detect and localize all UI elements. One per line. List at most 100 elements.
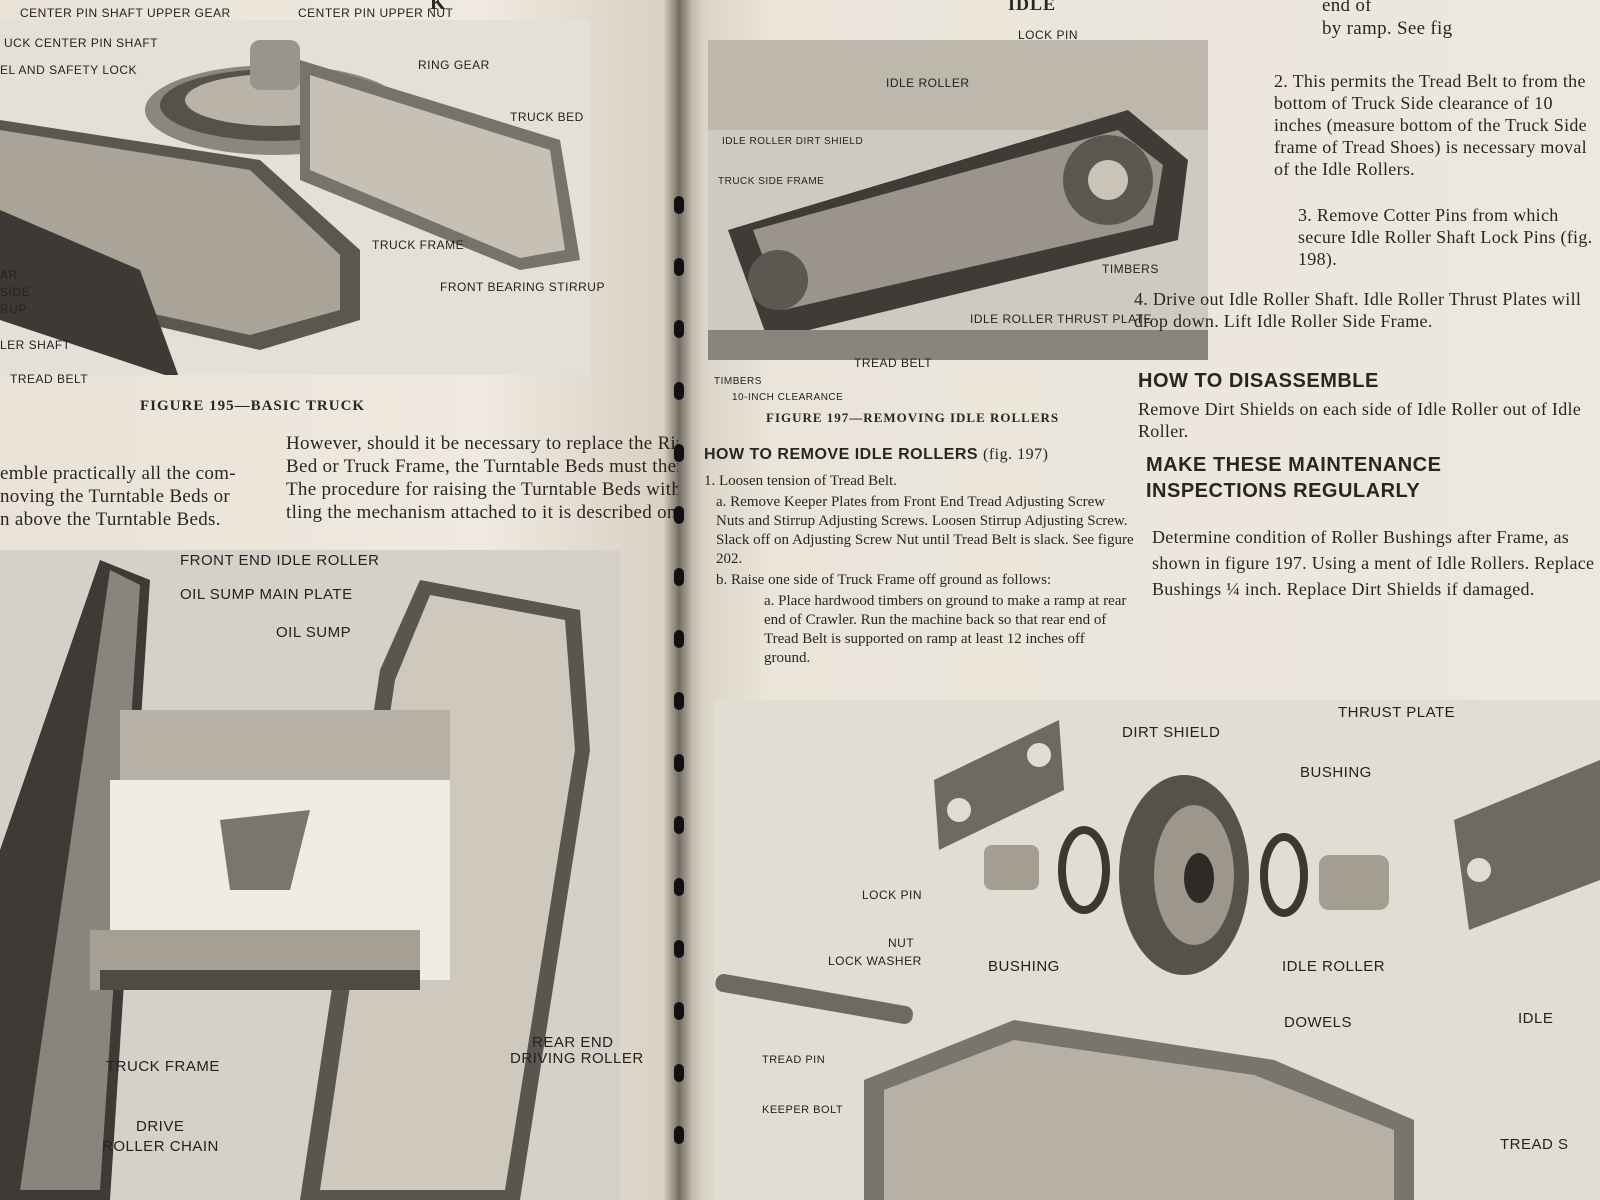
binding-ring xyxy=(674,754,684,772)
top-fragment: end of by ramp. See fig xyxy=(1322,0,1592,40)
label-safety-lock: EL AND SAFETY LOCK xyxy=(0,63,138,77)
right-text-column: However, should it be necessary to repla… xyxy=(286,432,690,524)
disassemble-heading: HOW TO DISASSEMBLE xyxy=(1138,370,1379,392)
label-idle-roller: IDLE ROLLER xyxy=(886,76,970,90)
label-tread-belt: TREAD BELT xyxy=(10,372,89,386)
paragraph-2: 2. This permits the Tread Belt to from t… xyxy=(1274,71,1587,179)
text-line: n above the Turntable Beds. xyxy=(0,509,221,530)
label-timbers-left: TIMBERS xyxy=(714,376,762,387)
basic-truck-drawing xyxy=(0,40,580,375)
label-bushing-bottom: BUSHING xyxy=(988,958,1060,975)
basic-truck-illustration xyxy=(0,20,590,375)
step-1a: a. Remove Keeper Plates from Front End T… xyxy=(716,494,1134,567)
heading-text: HOW TO REMOVE IDLE ROLLERS xyxy=(704,446,979,463)
label-ring-gear: RING GEAR xyxy=(418,58,490,72)
binding-ring xyxy=(674,1126,684,1144)
label-tread-belt: TREAD BELT xyxy=(854,356,933,370)
label-tread-fragment: TREAD S xyxy=(1500,1136,1569,1153)
label-dirt-shield: DIRT SHIELD xyxy=(1122,724,1221,741)
label-truck-bed: TRUCK BED xyxy=(510,110,584,124)
label-dowels: DOWELS xyxy=(1284,1014,1353,1031)
label-driving-roller: DRIVING ROLLER xyxy=(510,1050,644,1067)
label-pin-shaft: UCK CENTER PIN SHAFT xyxy=(4,36,159,50)
text-line: end of xyxy=(1322,0,1372,16)
label-front-idle-roller: FRONT END IDLE ROLLER xyxy=(180,552,380,569)
paragraph-4: 4. Drive out Idle Roller Shaft. Idle Rol… xyxy=(1134,289,1582,331)
binding-ring xyxy=(674,196,684,214)
exploded-view-drawing xyxy=(715,720,1600,1200)
left-header-fragment: K xyxy=(430,0,447,14)
left-page: K CENTER PIN SHAFT UPPER GEAR CENTER PIN… xyxy=(0,0,690,1200)
text-line: noving the Turntable Beds or xyxy=(0,486,231,507)
label-idle-roller-thrust-plate: IDLE ROLLER THRUST PLATE xyxy=(970,312,1153,326)
label-front-stirrup: FRONT BEARING STIRRUP xyxy=(440,280,605,294)
text-line: Bed or Truck Frame, the Turntable Beds m… xyxy=(286,456,687,477)
label-ler-shaft: LER SHAFT xyxy=(0,338,71,352)
binding-ring xyxy=(674,1064,684,1082)
label-rup: RUP xyxy=(0,302,27,316)
label-bushing-top: BUSHING xyxy=(1300,764,1372,781)
binding-ring xyxy=(674,506,684,524)
binding-ring xyxy=(674,692,684,710)
label-idle-fragment: IDLE xyxy=(1518,1010,1554,1027)
text-line: The procedure for raising the Turntable … xyxy=(286,479,690,500)
idle-roller-exploded-view xyxy=(714,700,1600,1200)
label-drive: DRIVE xyxy=(136,1118,185,1135)
label-timbers-right: TIMBERS xyxy=(1102,262,1159,276)
remove-idle-rollers-heading: HOW TO REMOVE IDLE ROLLERS (fig. 197) xyxy=(704,446,1048,464)
label-idle-roller-dirt-shield: IDLE ROLLER DIRT SHIELD xyxy=(722,136,864,147)
label-truck-frame: TRUCK FRAME xyxy=(372,238,465,252)
label-upper-gear: CENTER PIN SHAFT UPPER GEAR xyxy=(20,6,231,20)
binding-ring xyxy=(674,940,684,958)
label-lock-washer: LOCK WASHER xyxy=(828,954,922,968)
idle-roller-photo-drawing xyxy=(708,40,1208,360)
label-tread-pin: TREAD PIN xyxy=(762,1054,826,1066)
binding-ring xyxy=(674,258,684,276)
figure-197-caption: FIGURE 197—REMOVING IDLE ROLLERS xyxy=(766,410,1060,425)
label-truck-frame-bottom: TRUCK FRAME xyxy=(106,1058,220,1075)
binding-ring xyxy=(674,444,684,462)
step-1b-a: a. Place hardwood timbers on ground to m… xyxy=(764,593,1127,666)
binding-ring xyxy=(674,320,684,338)
text-line: tling the mechanism attached to it is de… xyxy=(286,502,690,523)
label-nut: NUT xyxy=(888,936,915,950)
binding-ring xyxy=(674,1002,684,1020)
label-lock-pin-exploded: LOCK PIN xyxy=(862,888,923,902)
maintenance-heading-2: INSPECTIONS REGULARLY xyxy=(1146,480,1421,502)
label-roller-chain: ROLLER CHAIN xyxy=(102,1138,219,1155)
label-lock-pin: LOCK PIN xyxy=(1018,28,1079,42)
binding-ring xyxy=(674,878,684,896)
right-page: IDLE LOCK PIN IDLE ROLLER IDLE ROLLER DI… xyxy=(678,0,1600,1200)
right-header-fragment: IDLE xyxy=(1008,0,1057,14)
label-10-inch-clearance: 10-INCH CLEARANCE xyxy=(732,392,844,403)
label-thrust-plate: THRUST PLATE xyxy=(1338,704,1456,721)
label-keeper-bolt: KEEPER BOLT xyxy=(762,1104,844,1116)
maintenance-text: Determine condition of Roller Bushings a… xyxy=(1152,527,1595,599)
label-oil-sump: OIL SUMP xyxy=(276,624,352,641)
label-truck-side-frame: TRUCK SIDE FRAME xyxy=(718,176,825,187)
text-line: emble practically all the com- xyxy=(0,463,236,484)
label-ar: AR xyxy=(0,268,18,282)
paragraph-3: 3. Remove Cotter Pins from which secure … xyxy=(1298,205,1593,269)
text-line: by ramp. See fig xyxy=(1322,18,1453,39)
label-upper-nut: CENTER PIN UPPER NUT xyxy=(298,6,454,20)
step-1b: b. Raise one side of Truck Frame off gro… xyxy=(716,572,1052,588)
label-idle-roller-exploded: IDLE ROLLER xyxy=(1282,958,1386,975)
label-side: SIDE xyxy=(0,285,31,299)
label-oil-sump-main-plate: OIL SUMP MAIN PLATE xyxy=(180,586,353,603)
binding-ring xyxy=(674,382,684,400)
maintenance-heading-1: MAKE THESE MAINTENANCE xyxy=(1146,454,1442,476)
truck-frame-illustration xyxy=(0,550,620,1200)
binding-ring xyxy=(674,568,684,586)
remove-steps: 1. Loosen tension of Tread Belt. a. Remo… xyxy=(704,472,1134,670)
disassemble-text: Remove Dirt Shields on each side of Idle… xyxy=(1138,399,1582,441)
binding-ring xyxy=(674,816,684,834)
step-1: 1. Loosen tension of Tread Belt. xyxy=(704,473,897,489)
truck-frame-drawing xyxy=(0,560,590,1200)
heading-figure-ref: (fig. 197) xyxy=(983,446,1049,463)
book-gutter-shadow xyxy=(664,0,692,1200)
figure-195-caption: FIGURE 195—BASIC TRUCK xyxy=(140,398,366,414)
text-line: However, should it be necessary to repla… xyxy=(286,433,690,454)
binding-ring xyxy=(674,630,684,648)
left-text-column: emble practically all the com- noving th… xyxy=(0,462,270,531)
